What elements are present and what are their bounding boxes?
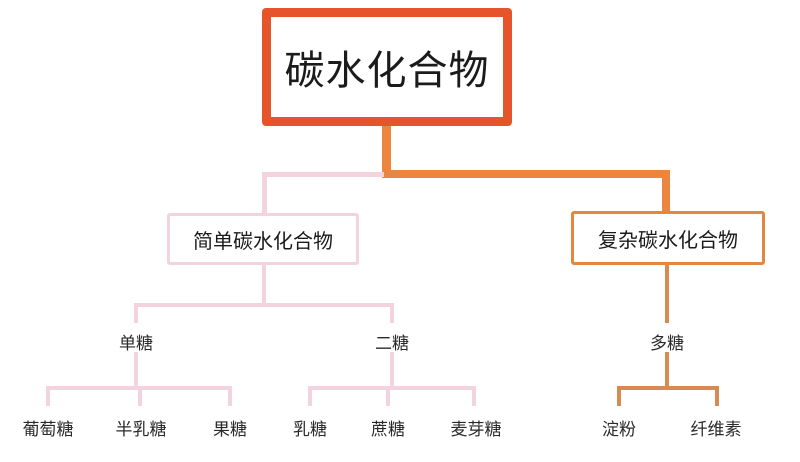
connector-monosaccharide-drop-fructose: [228, 386, 232, 406]
connector-monosaccharide-stem: [134, 352, 138, 388]
connector-polysaccharide-stem: [665, 352, 669, 388]
label-fructose: 果糖: [213, 420, 247, 439]
connector-polysaccharide-drop-cellulose: [715, 386, 719, 406]
connector-complex-stem: [665, 265, 669, 323]
node-simple-carbohydrates: 简单碳水化合物: [167, 213, 359, 265]
node-carbohydrates-label: 碳水化合物: [284, 49, 490, 93]
connector-simple-crossbar: [134, 303, 394, 307]
connector-root-to-complex-horizontal: [382, 170, 670, 178]
connector-monosaccharide-drop-glucose: [46, 386, 50, 406]
connector-polysaccharide-drop-starch: [617, 386, 621, 406]
label-polysaccharide: 多糖: [650, 334, 684, 353]
node-carbohydrates: 碳水化合物: [262, 8, 512, 126]
node-simple-carbohydrates-label: 简单碳水化合物: [193, 230, 333, 253]
label-sucrose: 蔗糖: [371, 420, 405, 439]
connector-simple-drop-disaccharide: [390, 303, 394, 323]
label-monosaccharide: 单糖: [119, 334, 153, 353]
connector-disaccharide-stem: [390, 352, 394, 388]
connector-root-to-complex-vertical: [662, 170, 670, 215]
node-complex-carbohydrates: 复杂碳水化合物: [571, 211, 765, 265]
connector-root-to-simple-vertical: [262, 172, 267, 217]
connector-disaccharide-crossbar: [308, 386, 476, 390]
label-cellulose: 纤维素: [690, 420, 742, 439]
label-galactose: 半乳糖: [115, 420, 167, 439]
connector-simple-stem: [262, 265, 266, 305]
connector-monosaccharide-drop-galactose: [138, 386, 142, 406]
node-complex-carbohydrates-label: 复杂碳水化合物: [598, 229, 738, 252]
label-lactose: 乳糖: [293, 420, 327, 439]
connector-root-stem: [382, 126, 391, 178]
label-glucose: 葡萄糖: [22, 420, 74, 439]
label-starch: 淀粉: [602, 420, 636, 439]
connector-root-to-simple-horizontal: [262, 172, 384, 177]
connector-disaccharide-drop-maltose: [472, 386, 476, 406]
label-maltose: 麦芽糖: [450, 420, 502, 439]
connector-disaccharide-drop-lactose: [308, 386, 312, 406]
connector-polysaccharide-crossbar: [617, 386, 719, 390]
connector-disaccharide-drop-sucrose: [386, 386, 390, 406]
label-disaccharide: 二糖: [375, 334, 409, 353]
connector-simple-drop-monosaccharide: [134, 303, 138, 323]
